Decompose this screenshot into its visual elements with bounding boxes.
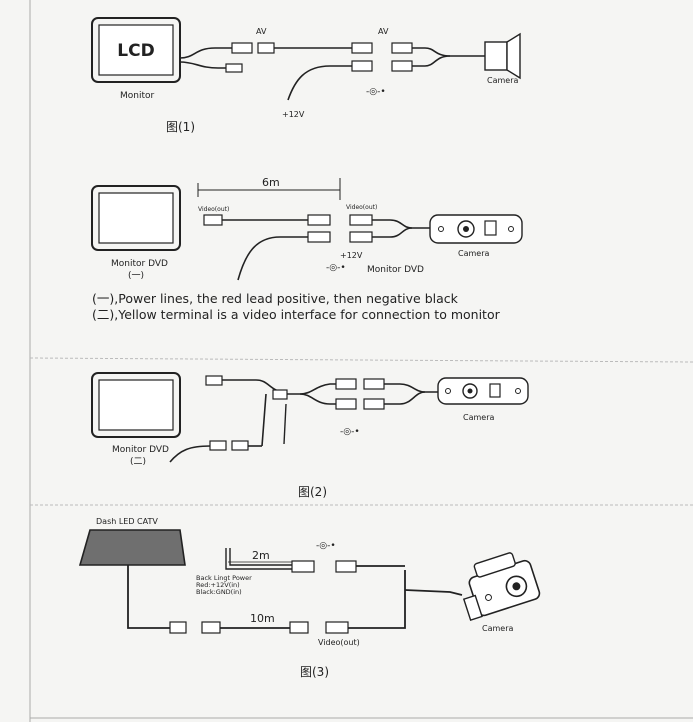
mid-marker-label: (一) (128, 271, 144, 281)
fig2-caption: 图(2) (298, 485, 327, 499)
fig3-dash-label: Dash LED CATV (96, 517, 158, 526)
mid-video-out-right: Video(out) (346, 204, 377, 211)
mid-video-out-left: Video(out) (198, 206, 229, 213)
fold-line-top (29, 357, 693, 363)
fig3-camera (462, 552, 541, 621)
dvd-monitor-screen (98, 192, 174, 244)
fig3-caption: 图(3) (300, 665, 329, 679)
figure-1: LCD Monitor AV AV +12V -◎-• Camera 图(1) (91, 17, 521, 134)
fig3-distance-short: 2m (252, 549, 270, 562)
fig3-ground-symbol: -◎-• (316, 541, 336, 551)
fig1-camera-label: Camera (487, 76, 518, 85)
figure-2: Monitor DVD (二) Camera -◎-• 图(2) (91, 372, 529, 499)
fig3-dash-monitor (78, 529, 186, 566)
mid-monitor-right-label: Monitor DVD (367, 265, 424, 275)
fig2-ground-symbol: -◎-• (340, 427, 360, 437)
fig3-distance-long: 10m (250, 612, 275, 625)
mid-monitor-label: Monitor DVD (111, 259, 168, 269)
fig2-camera-label: Camera (463, 413, 494, 422)
fig2-monitor-frame (91, 372, 181, 438)
fig1-power-label: +12V (282, 110, 305, 119)
lcd-label: LCD (117, 41, 154, 61)
fig3-back-light-3: Black:GND(in) (196, 588, 242, 596)
lcd-monitor-frame (91, 17, 181, 83)
fig3-camera-label: Camera (482, 624, 513, 633)
mid-camera-label: Camera (458, 249, 489, 258)
lcd-monitor-screen (98, 24, 174, 76)
mid-camera-body (429, 214, 523, 244)
fig3-video-out: Video(out) (318, 638, 360, 647)
fig2-camera-body (437, 377, 529, 405)
fig1-ground-symbol: -◎-• (366, 87, 386, 97)
fig1-caption: 图(1) (166, 120, 195, 134)
note-yellow-terminal: (二),Yellow terminal is a video interface… (92, 307, 500, 322)
dvd-monitor-frame (91, 185, 181, 251)
note-power-lines: (一),Power lines, the red lead positive, … (92, 291, 458, 306)
mid-camera-lens (457, 220, 475, 238)
figure-middle: Monitor DVD (一) 6m Video(out) Video(out)… (91, 176, 523, 281)
mid-ground-symbol: -◎-• (326, 263, 346, 273)
mid-power-label: +12V (340, 251, 363, 260)
fig2-monitor-label: Monitor DVD (112, 445, 169, 455)
fig1-dc-plug (225, 63, 243, 73)
fig1-av-socket (257, 42, 275, 54)
fig1-av-plug-monitor (231, 42, 253, 54)
mid-distance-label: 6m (262, 176, 280, 189)
fig2-monitor-screen (98, 379, 174, 431)
fig3-back-light-2: Red:+12V(in) (196, 581, 240, 589)
fig1-camera-lens (506, 32, 521, 80)
fig1-monitor-label: Monitor (120, 91, 155, 101)
fig1-camera-body (484, 41, 508, 71)
fig3-back-light-1: Back Lingt Power (196, 574, 252, 582)
figure-3: Dash LED CATV 10m Video(out) 2m -◎-• Bac… (78, 517, 541, 679)
fig1-av-right-label: AV (378, 27, 389, 36)
fig2-marker-label: (二) (130, 457, 146, 467)
fig1-av-left-label: AV (256, 27, 267, 36)
